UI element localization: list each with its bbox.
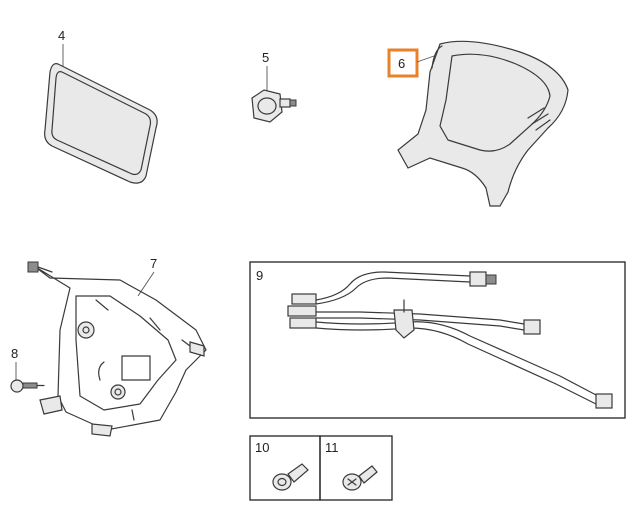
part-4-cover-plate[interactable]: 4 — [44, 28, 158, 184]
part-9-box — [249, 261, 626, 419]
callout-9: 9 — [256, 268, 263, 283]
callout-5: 5 — [262, 50, 269, 65]
part-5-nut[interactable]: 5 — [251, 50, 297, 123]
part-7-frame-bracket[interactable]: 7 — [27, 256, 207, 437]
part-8-screw[interactable]: 8 — [10, 346, 45, 393]
callout-6-highlight-box — [387, 48, 419, 78]
callout-6: 6 — [398, 56, 405, 71]
part-11-box — [319, 435, 393, 501]
part-9-wiring-harness[interactable]: 9 — [249, 261, 626, 419]
part-6-trim-frame[interactable]: 6 — [387, 40, 569, 207]
part-11-screw[interactable]: 11 — [319, 435, 393, 501]
callout-10: 10 — [255, 440, 269, 455]
callout-11: 11 — [325, 440, 339, 455]
callout-8: 8 — [11, 346, 18, 361]
callout-4: 4 — [58, 28, 65, 43]
callout-7: 7 — [150, 256, 157, 271]
part-10-screw[interactable]: 10 — [249, 435, 321, 501]
